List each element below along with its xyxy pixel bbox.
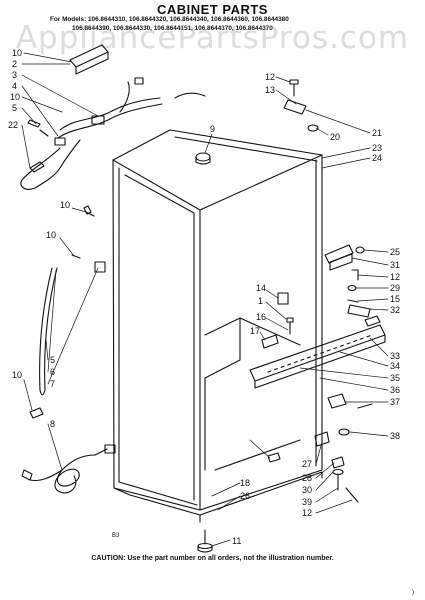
callout-18: 18	[240, 478, 250, 488]
callout-30: 30	[302, 485, 312, 495]
page-title: CABINET PARTS	[157, 2, 268, 17]
callout-10: 10	[10, 92, 20, 102]
callout-17: 17	[250, 326, 260, 336]
callout-38: 38	[390, 431, 400, 441]
callout-34: 34	[390, 361, 400, 371]
mid-hinge-hardware-drawing	[324, 244, 371, 318]
wiring-harness-drawing	[20, 77, 206, 190]
callout-36: 36	[390, 385, 400, 395]
callout-32: 32	[390, 305, 400, 315]
callout-35: 35	[390, 373, 400, 383]
model-list-line-2: 106.8644390, 106.8644330, 106.8644151, 1…	[72, 24, 273, 32]
callout-39: 39	[302, 497, 312, 507]
callout-6: 6	[50, 367, 55, 377]
model-list: For Models: 106.8644310, 106.8644320, 10…	[50, 16, 410, 33]
callout-7: 7	[50, 379, 55, 389]
callout-27: 27	[302, 459, 312, 469]
callout-23: 23	[372, 143, 382, 153]
callout-5: 5	[50, 355, 55, 365]
callout-9: 9	[210, 124, 215, 134]
callout-13: 13	[265, 85, 275, 95]
center-small-parts-drawing	[261, 292, 294, 349]
model-list-line-1: For Models: 106.8644310, 106.8644320, 10…	[50, 16, 289, 23]
bottom-hinge-hardware-drawing	[314, 431, 359, 503]
callout-4: 4	[12, 81, 17, 91]
door-rail-drawing	[249, 315, 386, 389]
drawing-code-mark: B3	[112, 533, 120, 539]
callout-10: 10	[60, 200, 70, 210]
callout-14: 14	[256, 283, 266, 293]
callout-3: 3	[12, 70, 17, 80]
left-screws-drawing	[27, 119, 95, 259]
drain-tube-drawing	[39, 261, 106, 396]
callout-20: 20	[330, 132, 340, 142]
top-hinge-hardware-drawing	[283, 79, 319, 132]
callout-16: 16	[256, 312, 266, 322]
lower-right-parts-drawing	[327, 393, 373, 436]
callout-26: 26	[240, 491, 250, 501]
callout-29: 29	[390, 283, 400, 293]
callout-31: 31	[390, 260, 400, 270]
callout-21: 21	[372, 128, 382, 138]
hinge-cover-drawing	[69, 44, 109, 75]
callout-2: 2	[12, 59, 17, 69]
top-cap-drawing	[195, 152, 211, 165]
callout-10: 10	[46, 230, 56, 240]
callout-leader-lines	[21, 52, 389, 547]
callout-5: 5	[12, 103, 17, 113]
callout-10: 10	[12, 48, 22, 58]
corner-mark: )	[412, 590, 414, 596]
cabinet-body-drawing	[112, 129, 323, 523]
callout-28: 28	[302, 473, 312, 483]
callout-10: 10	[12, 370, 22, 380]
callout-24: 24	[372, 153, 382, 163]
callout-1: 1	[258, 296, 263, 306]
callout-33: 33	[390, 351, 400, 361]
callout-25: 25	[390, 247, 400, 257]
callout-numbers: 10 2 3 4 10 5 22 10 10 10 5 6 7 8 12 13 …	[8, 48, 414, 596]
caution-note: CAUTION: Use the part number on all orde…	[91, 555, 334, 562]
callout-12: 12	[265, 72, 275, 82]
callout-12: 12	[302, 508, 312, 518]
callout-22: 22	[8, 120, 18, 130]
callout-15: 15	[390, 294, 400, 304]
callout-37: 37	[390, 397, 400, 407]
callout-8: 8	[50, 419, 55, 429]
power-cord-drawing	[21, 407, 116, 494]
callout-11: 11	[232, 536, 241, 546]
callout-12: 12	[390, 272, 400, 282]
